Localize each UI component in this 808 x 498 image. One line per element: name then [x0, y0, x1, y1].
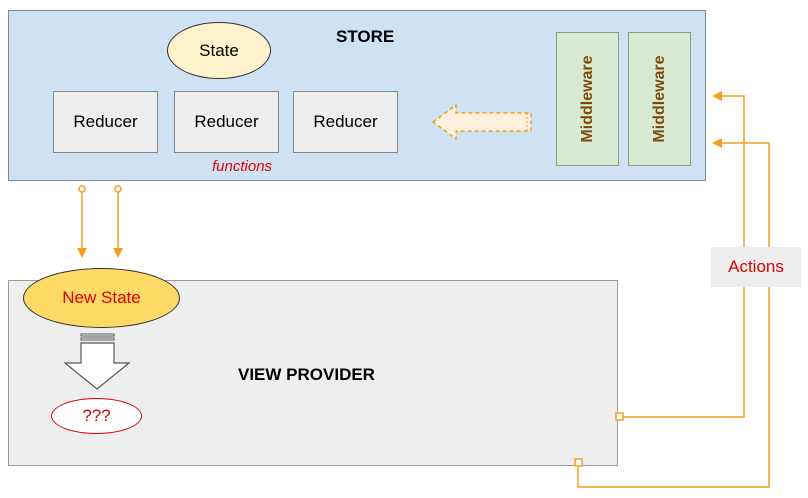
actions-label: Actions: [711, 247, 801, 287]
middleware-box-2: Middleware: [628, 32, 691, 166]
actions-connector-2: [574, 138, 770, 488]
down-arrow-1: [77, 185, 87, 258]
reducer-box-3: Reducer: [293, 91, 398, 153]
view-provider-title: VIEW PROVIDER: [238, 365, 375, 384]
new-state-node: New State: [23, 268, 180, 328]
middleware-box-1: Middleware: [556, 32, 619, 166]
hollow-down-arrow: [63, 333, 131, 390]
reducer-box-1: Reducer: [53, 91, 158, 153]
functions-label: functions: [212, 158, 273, 175]
reducer-box-2: Reducer: [174, 91, 279, 153]
unknown-node: ???: [51, 398, 142, 434]
state-node: State: [167, 22, 271, 79]
dashed-left-arrow: [431, 103, 532, 141]
store-title: STORE: [336, 27, 395, 46]
down-arrow-2: [113, 185, 123, 258]
